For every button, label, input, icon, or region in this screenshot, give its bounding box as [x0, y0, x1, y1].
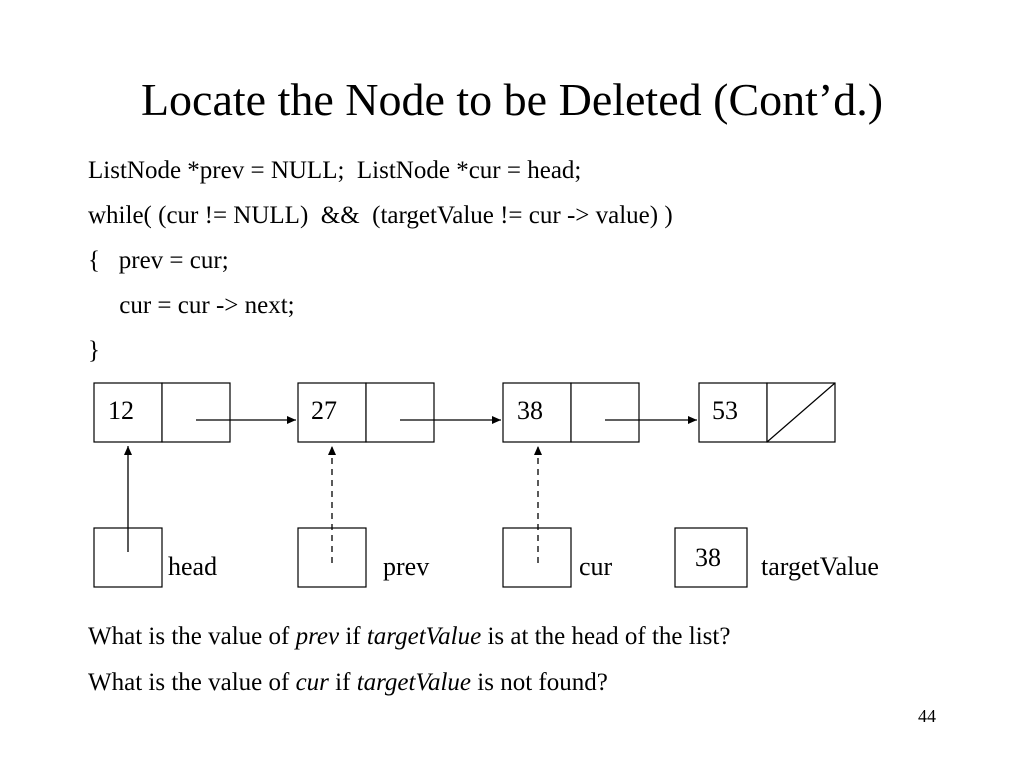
question-1: What is the value of prev if targetValue…: [88, 623, 731, 650]
variable-targetValue: 38 targetValue: [674, 527, 879, 588]
variable-label: head: [168, 552, 217, 581]
node-value: 38: [517, 396, 543, 425]
list-node-53: 53: [698, 382, 836, 443]
null-pointer-slash: [766, 382, 836, 443]
variable-head: head: [93, 527, 217, 588]
variable-content: 38: [695, 543, 721, 572]
code-line-3: { prev = cur;: [88, 247, 229, 274]
list-node-27: 27: [297, 382, 435, 443]
variable-prev: prev: [297, 527, 429, 588]
list-node-38: 38: [502, 382, 640, 443]
slide-title: Locate the Node to be Deleted (Cont’d.): [140, 74, 884, 125]
node-value: 12: [108, 396, 134, 425]
node-value: 27: [311, 396, 337, 425]
code-line-4: cur = cur -> next;: [88, 292, 295, 319]
question-2: What is the value of cur if targetValue …: [88, 669, 608, 696]
node-value: 53: [712, 396, 738, 425]
list-node-12: 12: [93, 382, 231, 443]
code-line-1: ListNode *prev = NULL; ListNode *cur = h…: [88, 157, 582, 184]
variable-cur: cur: [502, 527, 613, 588]
variable-label: prev: [383, 552, 429, 581]
variable-label: targetValue: [761, 552, 879, 581]
code-line-2: while( (cur != NULL) && (targetValue != …: [88, 202, 673, 229]
code-line-5: }: [88, 337, 100, 364]
variable-label: cur: [579, 552, 613, 581]
page-number: 44: [918, 706, 936, 726]
